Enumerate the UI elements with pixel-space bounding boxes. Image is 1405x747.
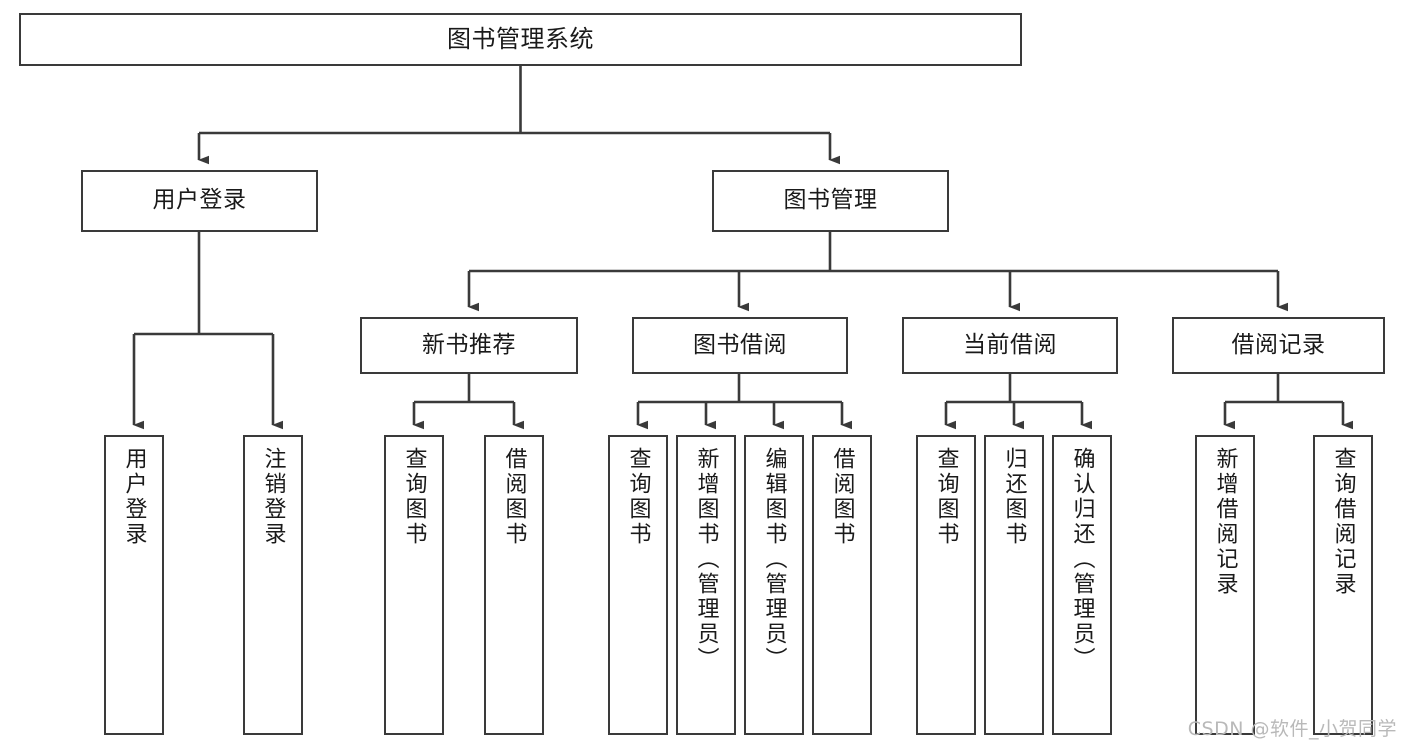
- node-label: 图书借阅: [693, 331, 787, 358]
- node-leaf-logout[interactable]: 注销登录: [243, 435, 303, 735]
- node-label: 归还图书: [1001, 447, 1027, 547]
- node-label: 确认归还（管理员）: [1069, 447, 1095, 672]
- node-leaf-query-borrow-record[interactable]: 查询借阅记录: [1313, 435, 1373, 735]
- node-leaf-user-login[interactable]: 用户登录: [104, 435, 164, 735]
- node-label: 借阅记录: [1231, 331, 1326, 358]
- node-new-book-recommend[interactable]: 新书推荐: [360, 317, 578, 374]
- node-leaf-query-book-recommend[interactable]: 查询图书: [384, 435, 444, 735]
- node-label: 用户登录: [121, 447, 147, 547]
- node-label: 编辑图书（管理员）: [761, 447, 787, 672]
- node-label: 借阅图书: [829, 447, 855, 547]
- node-label: 查询图书: [625, 447, 651, 547]
- node-leaf-add-borrow-record[interactable]: 新增借阅记录: [1195, 435, 1255, 735]
- node-leaf-borrow-book-recommend[interactable]: 借阅图书: [484, 435, 544, 735]
- node-label: 图书管理系统: [447, 25, 594, 54]
- node-book-manage[interactable]: 图书管理: [712, 170, 949, 232]
- node-label: 查询借阅记录: [1330, 447, 1356, 597]
- node-leaf-query-book-current[interactable]: 查询图书: [916, 435, 976, 735]
- node-leaf-confirm-return[interactable]: 确认归还（管理员）: [1052, 435, 1112, 735]
- node-borrow-record[interactable]: 借阅记录: [1172, 317, 1385, 374]
- watermark-text: CSDN @软件_小贺同学: [1187, 718, 1397, 740]
- node-book-borrow[interactable]: 图书借阅: [632, 317, 848, 374]
- node-leaf-borrow-book[interactable]: 借阅图书: [812, 435, 872, 735]
- node-label: 新增图书（管理员）: [693, 447, 719, 672]
- node-leaf-edit-book[interactable]: 编辑图书（管理员）: [744, 435, 804, 735]
- node-user-login[interactable]: 用户登录: [81, 170, 318, 232]
- node-current-borrow[interactable]: 当前借阅: [902, 317, 1118, 374]
- node-label: 借阅图书: [501, 447, 527, 547]
- node-label: 图书管理: [783, 187, 878, 214]
- node-label: 新书推荐: [422, 331, 516, 358]
- node-label: 新增借阅记录: [1212, 447, 1238, 597]
- node-label: 当前借阅: [963, 331, 1057, 358]
- node-label: 用户登录: [152, 187, 247, 214]
- node-leaf-return-book[interactable]: 归还图书: [984, 435, 1044, 735]
- node-leaf-query-book-borrow[interactable]: 查询图书: [608, 435, 668, 735]
- node-leaf-add-book[interactable]: 新增图书（管理员）: [676, 435, 736, 735]
- node-root-system[interactable]: 图书管理系统: [19, 13, 1022, 66]
- node-label: 注销登录: [260, 447, 286, 547]
- node-label: 查询图书: [401, 447, 427, 547]
- node-label: 查询图书: [933, 447, 959, 547]
